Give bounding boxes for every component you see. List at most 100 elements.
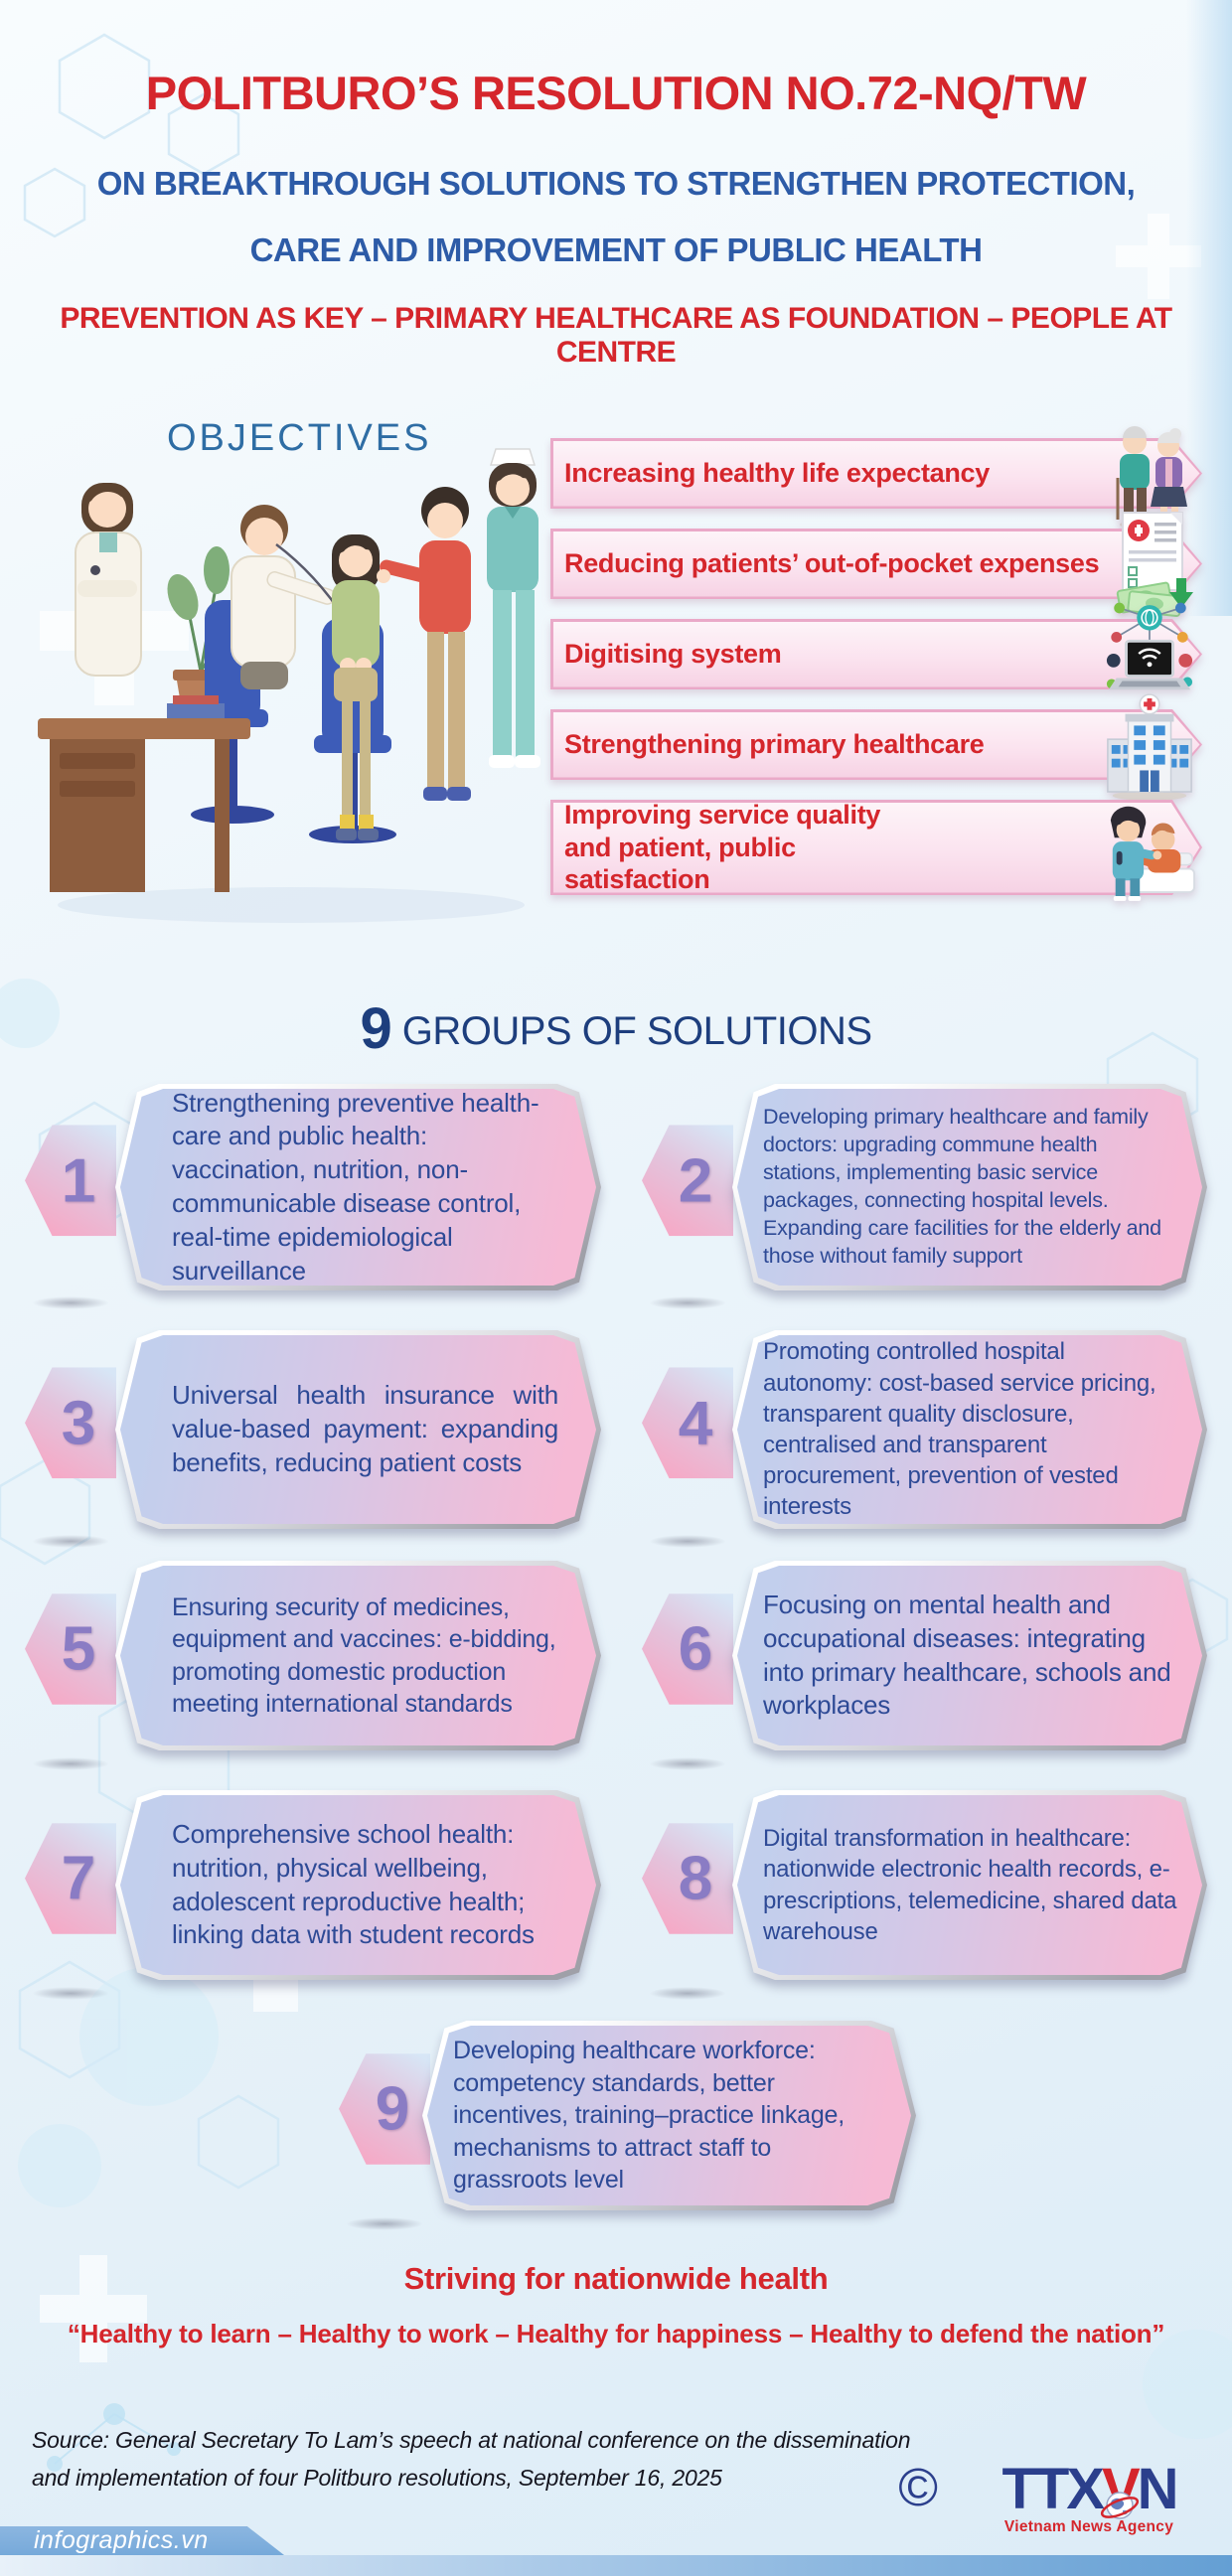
solution-number: 2 [678,1145,713,1215]
page-subtitle-line2: CARE AND IMPROVEMENT OF PUBLIC HEALTH [249,231,983,268]
solution-box: Developing healthcare workforce: compete… [422,2021,916,2210]
box-fill: Digital transformation in healthcare: na… [737,1795,1202,1975]
copyright-symbol: © [898,2458,938,2517]
closing-headline: Striving for nationwide health [403,2261,829,2296]
banner-fill [553,531,1200,597]
desk [38,695,250,892]
box-fill: Comprehensive school health: nutrition, … [120,1795,596,1975]
solution-number: 9 [375,2074,410,2144]
solution-text: Universal health insurance with value-ba… [172,1380,558,1477]
tab-shadow [32,1535,109,1548]
tab-shadow [32,1296,109,1309]
female-doctor-figure [75,483,142,677]
objective-label: Reducing patients’ out-of-pocket expense… [564,548,1100,579]
objective-label: Digitising system [564,639,782,670]
solution-box: Comprehensive school health: nutrition, … [115,1790,601,1980]
solution-text: Comprehensive school health: nutrition, … [172,1818,535,1950]
globe-icon [1100,2492,1140,2519]
tab-shadow [32,1757,109,1770]
solution-box: Universal health insurance with value-ba… [115,1330,601,1529]
solution-number-tab: 1 [25,1125,116,1237]
page-title: POLITBURO’S RESOLUTION NO.72-NQ/TW [145,67,1087,119]
solution-number: 6 [678,1614,713,1684]
solutions-row: 1 Strengthening preventive health-care a… [0,1084,1232,1309]
closing-quote: “Healthy to learn – Healthy to work – He… [67,2319,1165,2349]
source-line1: Source: General Secretary To Lam’s speec… [32,2427,911,2453]
banner-border [550,800,1202,895]
solution-text: Strengthening preventive health-care and… [172,1087,539,1286]
boy-figure [377,487,471,801]
solution-text: Focusing on mental health and occupation… [763,1589,1171,1721]
objective-label: Increasing healthy life expectancy [564,458,990,489]
tab-shadow [649,1535,726,1548]
solution-number-tab: 7 [25,1822,116,1934]
solutions-row: 7 Comprehensive school health: nutrition… [0,1790,1232,2000]
logo-ttx: TTX [1001,2457,1105,2521]
solutions-row: 5 Ensuring security of medicines, equipm… [0,1561,1232,1770]
solution-number-tab: 4 [642,1367,733,1479]
tab-shadow [346,2217,423,2230]
medical-bill-money-icon [1116,511,1193,617]
elderly-couple-icon [1116,425,1187,530]
box-fill: Focusing on mental health and occupation… [737,1566,1202,1745]
solution-number: 4 [678,1388,713,1457]
solutions-row: 3 Universal health insurance with value-… [0,1330,1232,1548]
background-edge-gradient [1186,0,1232,616]
solution-number-tab: 9 [339,2052,430,2165]
page-subtitle-line1: ON BREAKTHROUGH SOLUTIONS TO STRENGTHEN … [96,165,1136,202]
logo-n: N [1137,2457,1179,2521]
banner-fill [553,441,1200,507]
box-fill: Promoting controlled hospital autonomy: … [737,1335,1202,1524]
solutions-count: 9 [360,996,392,1061]
tab-shadow [649,1757,726,1770]
banner-fill [553,803,1200,893]
box-fill: Developing primary healthcare and family… [737,1089,1202,1286]
nurse-patient-care-icon [1110,806,1196,901]
objectives-heading: OBJECTIVES [167,417,432,459]
footer-strip [0,2555,1232,2576]
solution-box: Strengthening preventive health-care and… [115,1084,601,1290]
banner-border [550,438,1202,509]
solution-box: Digital transformation in healthcare: na… [732,1790,1207,1980]
box-fill: Developing healthcare workforce: compete… [427,2026,911,2205]
solution-number-tab: 2 [642,1125,733,1237]
objective-banner: Reducing patients’ out-of-pocket expense… [550,511,1202,617]
solution-number: 8 [678,1844,713,1913]
solution-number-tab: 3 [25,1367,116,1479]
solution-text: Ensuring security of medicines, equipmen… [172,1592,556,1719]
hospital-building-icon [1107,692,1192,801]
solution-text: Digital transformation in healthcare: na… [763,1825,1177,1945]
banner-fill [553,622,1200,687]
objective-banner: Digitising system [550,602,1202,689]
solution-text: Promoting controlled hospital autonomy: … [763,1338,1156,1521]
nurse-figure [487,448,540,768]
solution-number-tab: 6 [642,1592,733,1705]
page-slogan: PREVENTION AS KEY – PRIMARY HEALTHCARE A… [60,302,1172,369]
objective-label: Improving service quality and patient, p… [564,799,881,895]
source-note: Source: General Secretary To Lam’s speec… [32,2422,911,2498]
solution-box: Focusing on mental health and occupation… [732,1561,1207,1750]
banner-border [550,619,1202,689]
solution-box: Ensuring security of medicines, equipmen… [115,1561,601,1750]
banner-border [550,529,1202,599]
logo-caption: Vietnam News Agency [1003,2518,1174,2535]
solution-box: Promoting controlled hospital autonomy: … [732,1330,1207,1529]
box-fill: Strengthening preventive health-care and… [120,1089,596,1286]
website-link[interactable]: infographics.vn [34,2526,209,2554]
solution-number: 7 [61,1844,96,1913]
solution-text: Developing primary healthcare and family… [763,1105,1161,1268]
solution-number-tab: 8 [642,1822,733,1934]
solutions-row: 9 Developing healthcare workforce: compe… [0,2021,1232,2230]
box-fill: Ensuring security of medicines, equipmen… [120,1566,596,1745]
solutions-heading-text: GROUPS OF SOLUTIONS [401,1009,872,1053]
digital-network-laptop-icon [1106,602,1193,689]
source-line2: and implementation of four Politburo res… [32,2464,722,2491]
solution-box: Developing primary healthcare and family… [732,1084,1207,1290]
solution-text: Developing healthcare workforce: compete… [453,2037,846,2195]
banner-border [550,709,1202,780]
ttxvn-logo: TTXVN Vietnam News Agency [962,2461,1216,2536]
girl-figure [332,534,380,840]
banner-fill [553,712,1200,778]
objective-label: Strengthening primary healthcare [564,729,985,760]
